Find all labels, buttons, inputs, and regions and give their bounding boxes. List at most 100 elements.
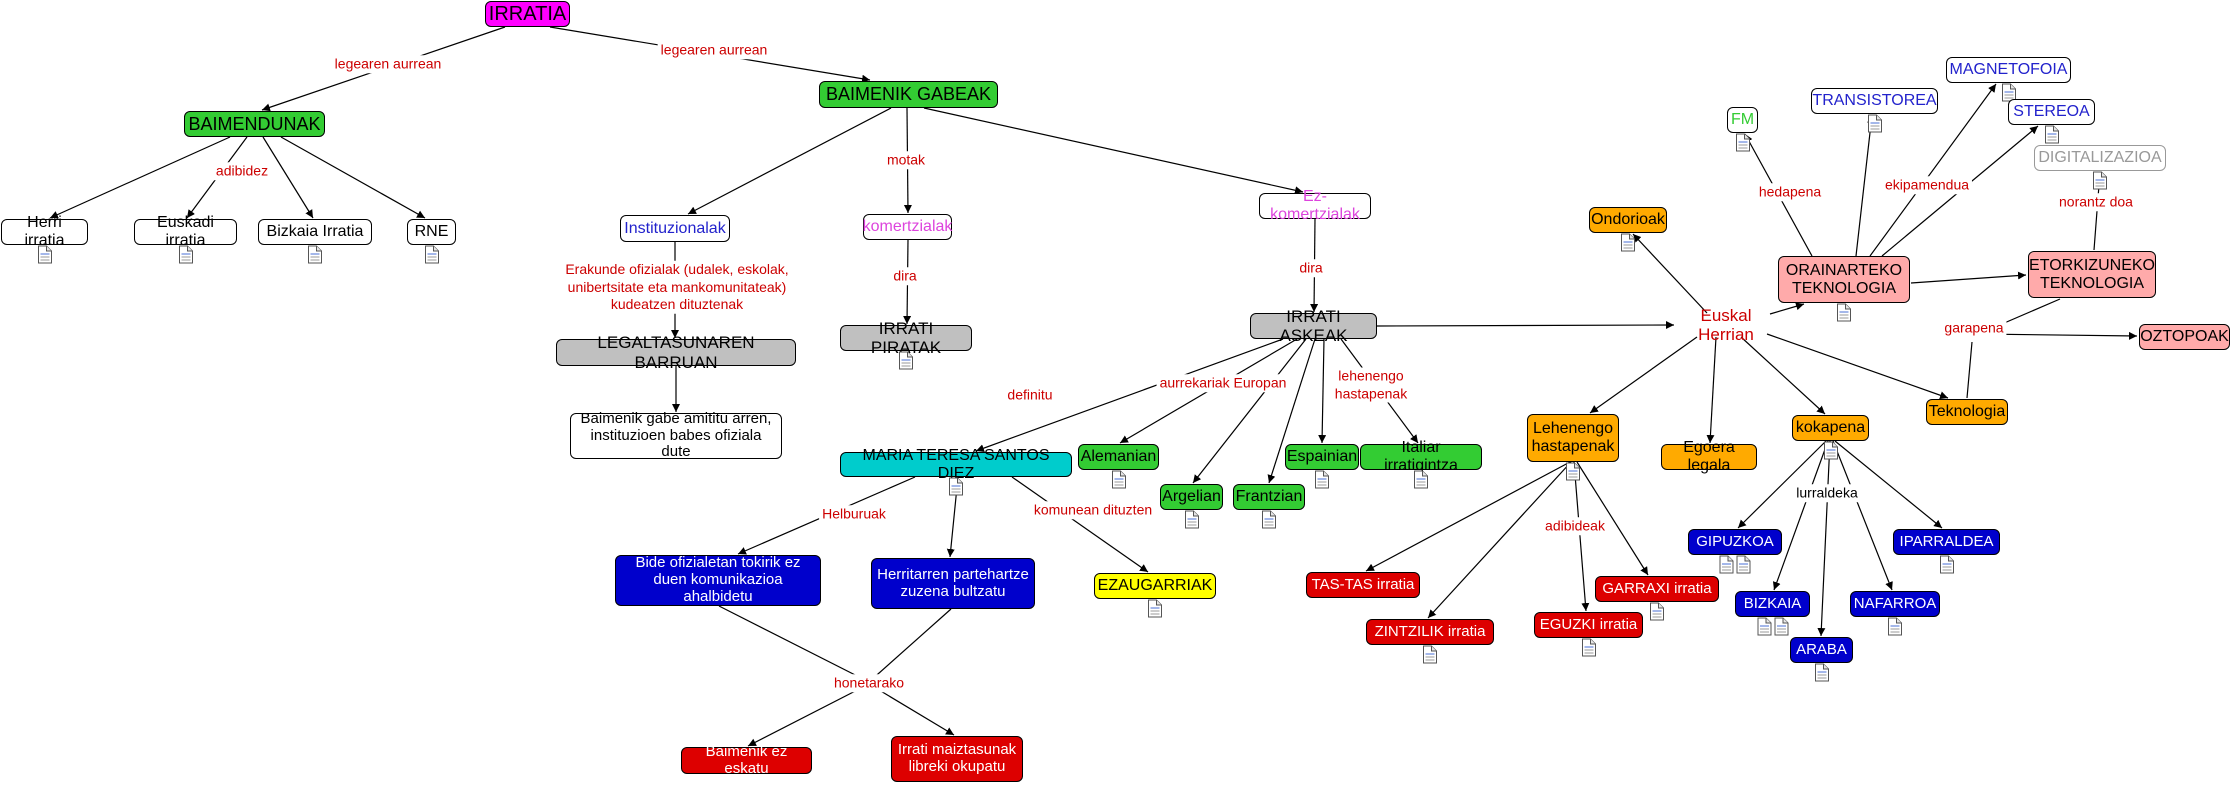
node-ondorioak[interactable]: Ondorioak [1589,207,1667,252]
edge-line [1817,440,1831,637]
node-stereoa[interactable]: STEREOA [2008,99,2095,144]
document-icon[interactable] [1148,599,1163,618]
node-instituzionalak[interactable]: Instituzionalak [620,215,730,242]
edge-line [868,683,955,736]
document-icon[interactable] [949,477,964,496]
document-icon[interactable] [1423,645,1438,664]
document-icon[interactable] [2093,171,2108,190]
node-bizkaia-irratia[interactable]: Bizkaia Irratia [258,219,372,264]
resource-icons [1757,617,1789,636]
node-herri-irratia[interactable]: Herri irratia [1,214,88,264]
node-label: BAIMENDUNAK [188,113,321,134]
resource-icons [1184,510,1199,529]
resource-icons [1148,599,1163,618]
node-eguzki-irratia[interactable]: EGUZKI irratia [1534,612,1643,657]
node-garraxi-irratia[interactable]: GARRAXI irratia [1595,576,1719,621]
node-kokapena[interactable]: kokapena [1792,415,1869,460]
node-label: Irrati maiztasunak libreki okupatu [897,741,1017,775]
document-icon[interactable] [1814,663,1829,682]
document-icon[interactable] [1757,617,1772,636]
document-icon[interactable] [1939,555,1954,574]
document-icon[interactable] [1184,510,1199,529]
node-komertzialak[interactable]: komertzialak [863,214,952,240]
document-icon[interactable] [1414,470,1429,489]
edge-label: Helburuak [819,505,889,523]
node-baimenik-ez-eskatu[interactable]: Baimenik ez eskatu [681,743,812,776]
node-lehenengo-hastapenak[interactable]: Lehenengo hastapenak [1527,414,1619,481]
node-orainarteko-teknologia[interactable]: ORAINARTEKO TEKNOLOGIA [1778,256,1910,322]
document-icon[interactable] [899,351,914,370]
node-euskadi-irratia[interactable]: Euskadi irratia [134,214,237,264]
document-icon[interactable] [308,245,323,264]
node-label: Euskal Herrian [1698,305,1754,344]
edge-label: komunean dituzten [1030,501,1156,519]
node-maria-teresa-santos-diez[interactable]: MARIA TERESA SANTOS DIEZ [840,447,1072,496]
edge-line [280,136,426,219]
document-icon[interactable] [1111,470,1126,489]
node-gipuzkoa[interactable]: GIPUZKOA [1688,529,1782,574]
node-baimendunak[interactable]: BAIMENDUNAK [184,111,325,137]
node-rne[interactable]: RNE [407,219,456,264]
document-icon[interactable] [1621,233,1636,252]
resource-icons [37,245,52,264]
node-label: Egoera legala [1683,439,1735,474]
resource-icons [1735,133,1750,152]
node-transistorea[interactable]: TRANSISTOREA [1811,88,1938,133]
node-ez-komertzialak[interactable]: Ez-komertzialak [1259,188,1371,223]
document-icon[interactable] [1823,441,1838,460]
resource-icons [1262,510,1277,529]
document-icon[interactable] [1774,617,1789,636]
node-nafarroa[interactable]: NAFARROA [1850,591,1940,636]
node-euskal-herrian[interactable]: Euskal Herrian [1678,306,1774,344]
document-icon[interactable] [37,245,52,264]
document-icon[interactable] [1566,462,1581,481]
node-alemanian[interactable]: Alemanian [1078,444,1159,489]
node-irrati-maiztasunak[interactable]: Irrati maiztasunak libreki okupatu [891,736,1023,782]
node-magnetofoia[interactable]: MAGNETOFOIA [1946,57,2071,102]
document-icon[interactable] [1837,303,1852,322]
document-icon[interactable] [1888,617,1903,636]
node-irratia[interactable]: IRRATIA [485,1,570,27]
resource-icons [1837,303,1852,322]
node-oztopoak[interactable]: OZTOPOAK [2139,324,2230,350]
document-icon[interactable] [424,245,439,264]
node-egoera-legala[interactable]: Egoera legala [1661,439,1757,474]
node-digitalizazioa[interactable]: DIGITALIZAZIOA [2034,145,2166,190]
node-legaltasunaren-barruan[interactable]: LEGALTASUNAREN BARRUAN [556,333,796,372]
node-bide-ofizialetan[interactable]: Bide ofizialetan tokirik ez duen komunik… [615,554,821,606]
node-zintzilik-irratia[interactable]: ZINTZILIK irratia [1366,619,1494,664]
document-icon[interactable] [1736,555,1751,574]
node-baimenik-gabeak[interactable]: BAIMENIK GABEAK [819,81,998,108]
document-icon[interactable] [2001,83,2016,102]
document-icon[interactable] [1867,114,1882,133]
document-icon[interactable] [1735,133,1750,152]
node-teknologia[interactable]: Teknologia [1926,399,2008,425]
node-araba[interactable]: ARABA [1790,637,1853,682]
node-fm[interactable]: FM [1727,107,1758,152]
node-label: EZAUGARRIAK [1097,577,1213,595]
edge-label: dira [1296,259,1326,277]
node-label: Ez-komertzialak [1270,188,1360,223]
node-bizkaia[interactable]: BIZKAIA [1735,591,1810,636]
document-icon[interactable] [1315,470,1330,489]
document-icon[interactable] [1262,510,1277,529]
node-ezaugarriak[interactable]: EZAUGARRIAK [1094,573,1216,618]
node-herritarren-partehartze[interactable]: Herritarren partehartze zuzena bultzatu [871,558,1035,609]
node-frantzian[interactable]: Frantzian [1233,484,1305,529]
node-babes-ofiziala[interactable]: Baimenik gabe amititu arren, instituzioe… [570,410,782,460]
document-icon[interactable] [1719,555,1734,574]
node-argelian[interactable]: Argelian [1160,484,1223,529]
node-iparraldea[interactable]: IPARRALDEA [1893,529,2000,574]
node-espainian[interactable]: Espainian [1285,444,1359,489]
document-icon[interactable] [1581,638,1596,657]
node-label: TAS-TAS irratia [1311,575,1415,593]
node-irrati-piratak[interactable]: IRRATI PIRATAK [840,319,972,370]
node-tas-tas-irratia[interactable]: TAS-TAS irratia [1306,572,1420,598]
document-icon[interactable] [178,245,193,264]
node-etorkizuneko-teknologia[interactable]: ETORKIZUNEKO TEKNOLOGIA [2028,251,2156,298]
document-icon[interactable] [1650,602,1665,621]
node-irrati-askeak[interactable]: IRRATI ASKEAK [1250,307,1377,345]
node-italiar-irratigintza[interactable]: Italiar irratigintza [1360,439,1482,489]
resource-icons [308,245,323,264]
document-icon[interactable] [2044,125,2059,144]
